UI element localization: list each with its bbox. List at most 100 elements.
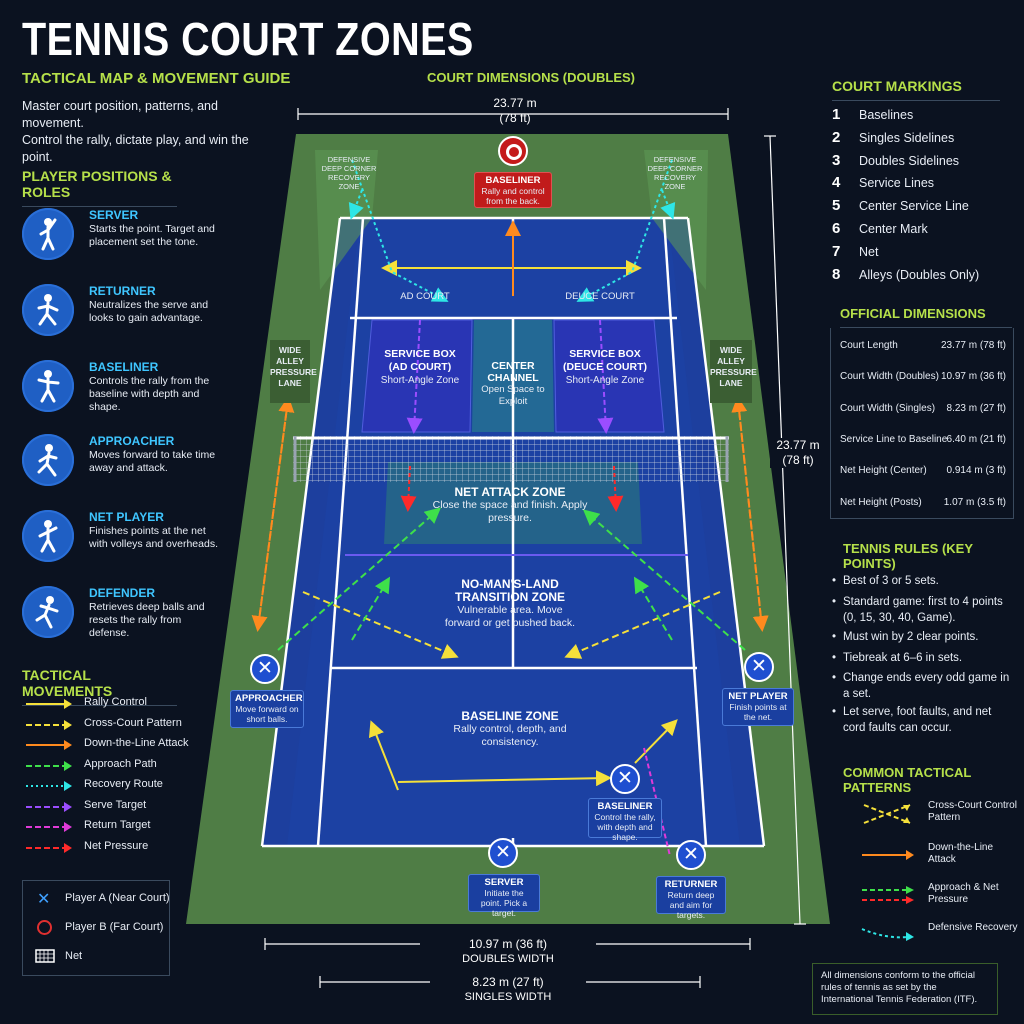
movements-heading: TACTICAL MOVEMENTS: [22, 667, 177, 706]
baseliner-near-marker[interactable]: ✕: [610, 764, 640, 794]
role-desc: Controls the rally from the baseline wit…: [89, 375, 210, 413]
zone-desc: Short-Angle Zone: [565, 375, 645, 386]
pattern-defensive-recovery: Defensive Recovery: [860, 922, 1017, 950]
server-marker[interactable]: ✕: [488, 838, 518, 868]
role-desc: Neutralizes the serve and looks to gain …: [89, 299, 209, 324]
server-figure-icon: [22, 208, 74, 260]
itf-note: All dimensions conform to the official r…: [812, 963, 998, 1015]
net-player-tag: NET PLAYER Finish points at the net.: [722, 688, 794, 726]
dim-label: Net Height (Center): [840, 465, 927, 476]
intro-line-1: Master court position, patterns, and mov…: [22, 99, 218, 130]
movement-item: Rally Control: [24, 695, 194, 715]
marking-number: 7: [832, 242, 841, 260]
service-box-deuce-label: SERVICE BOX (DEUCE COURT) Short-Angle Zo…: [562, 348, 648, 387]
marking-number: 1: [832, 106, 841, 123]
tag-title: SERVER: [484, 877, 524, 888]
tag-desc: Rally and control from the back.: [481, 186, 545, 206]
returner-figure-icon: [22, 284, 74, 336]
role-defender: DEFENDER Retrieves deep balls and resets…: [22, 586, 222, 650]
pattern-cross-court: Cross-Court Control Pattern: [860, 800, 1017, 828]
pattern-down-the-line: Down-the-Line Attack: [860, 842, 1010, 870]
rule-item: Must win by 2 clear points.: [832, 629, 1013, 645]
movement-label: Return Target: [84, 819, 151, 831]
tag-desc: Return deep and aim for targets.: [667, 890, 715, 920]
pattern-approach-net: Approach & Net Pressure: [860, 882, 1010, 910]
dim-ft: (78 ft): [499, 111, 531, 125]
role-name: DEFENDER: [89, 586, 156, 600]
approacher-marker[interactable]: ✕: [250, 654, 280, 684]
pattern-label: Defensive Recovery: [928, 922, 1018, 933]
page-subtitle: TACTICAL MAP & MOVEMENT GUIDE: [22, 70, 291, 87]
server-tag: SERVER Initiate the point. Pick a target…: [468, 874, 540, 918]
tag-desc: Finish points at the net.: [729, 702, 787, 722]
marking-item: 7 Net: [832, 243, 1012, 265]
zone-desc: Short-Angle Zone: [380, 375, 460, 386]
approacher-figure-icon: [22, 434, 74, 486]
legend-label: Net: [65, 950, 83, 962]
movement-arrow-icon: [26, 699, 72, 709]
patterns-heading: COMMON TACTICAL PATTERNS: [843, 765, 972, 795]
deuce-court-label: DEUCE COURT: [565, 291, 635, 302]
dim-value: 23.77 m (78 ft): [940, 340, 1006, 351]
rule-item: Let serve, foot faults, and net cord fau…: [832, 704, 1013, 736]
dim-value: 8.23 m (27 ft): [946, 403, 1006, 414]
net-player-marker[interactable]: ✕: [744, 652, 774, 682]
marking-label: Center Mark: [859, 222, 928, 236]
movement-item: Return Target: [24, 818, 194, 838]
player-legend: ✕ Player A (Near Court) Player B (Far Co…: [22, 880, 170, 976]
zone-title: CENTER CHANNEL: [487, 360, 539, 384]
def-zone-left: [315, 150, 378, 290]
role-desc: Starts the point. Target and placement s…: [89, 223, 215, 248]
approacher-tag: APPROACHER Move forward on short balls.: [230, 690, 304, 728]
zone-desc: Vulnerable area. Move forward or get pus…: [444, 604, 576, 629]
movement-item: Recovery Route: [24, 777, 194, 797]
no-mans-land-label: NO-MAN'S-LAND TRANSITION ZONE Vulnerable…: [440, 578, 580, 630]
zone-title: SERVICE BOX (AD COURT): [384, 348, 456, 373]
movement-label: Rally Control: [84, 696, 147, 708]
circle-icon: [37, 920, 52, 935]
role-returner: RETURNER Neutralizes the serve and looks…: [22, 284, 222, 348]
tag-desc: Control the rally, with depth and shape.: [594, 812, 656, 842]
net: [293, 436, 729, 482]
tag-desc: Initiate the point. Pick a target.: [480, 888, 528, 918]
dim-value: 1.07 m (3.5 ft): [943, 497, 1006, 508]
service-box-deuce: [553, 319, 665, 433]
ad-court-label: AD COURT: [400, 291, 450, 302]
recovery-arrow-icon: [861, 928, 914, 941]
length-side-label: 23.77 m (78 ft): [770, 438, 826, 468]
dim-caption: SINGLES WIDTH: [464, 991, 552, 1003]
dim-value: 0.914 m (3 ft): [946, 465, 1006, 476]
movement-label: Approach Path: [84, 757, 157, 770]
width-doubles-label: 10.97 m (36 ft) DOUBLES WIDTH: [420, 937, 596, 967]
marking-label: Singles Sidelines: [859, 130, 955, 145]
movement-label: Recovery Route: [84, 778, 163, 790]
role-name: NET PLAYER: [89, 510, 164, 524]
dim-caption: DOUBLES WIDTH: [462, 953, 554, 965]
role-desc: Moves forward to take time away and atta…: [89, 449, 216, 474]
movement-item: Down-the-Line Attack: [24, 736, 194, 756]
legend-label: Player B (Far Court): [65, 921, 164, 933]
dim-label: Net Height (Posts): [840, 497, 922, 508]
player-b-far-marker[interactable]: [498, 136, 528, 166]
tag-title: BASELINER: [597, 801, 653, 812]
zone-title: NET ATTACK ZONE: [454, 485, 566, 499]
down-line-arrow-icon: [862, 850, 914, 860]
dim-label: Service Line to Baseline: [840, 434, 948, 445]
returner-marker[interactable]: ✕: [676, 840, 706, 870]
marking-label: Doubles Sidelines: [859, 153, 960, 168]
page-title: TENNIS COURT ZONES: [22, 13, 474, 65]
def-zone-left-label: DEFENSIVE DEEP CORNER RECOVERY ZONE: [321, 155, 377, 191]
defender-figure-icon: [22, 586, 74, 638]
movement-arrow-icon: [26, 719, 72, 730]
dim-label: Court Length: [840, 340, 898, 351]
zone-title: SERVICE BOX (DEUCE COURT): [563, 348, 647, 373]
movement-arrow-icon: [26, 801, 72, 812]
tag-title: NET PLAYER: [728, 691, 788, 702]
marking-label: Net: [859, 244, 879, 259]
role-name: SERVER: [89, 208, 139, 222]
